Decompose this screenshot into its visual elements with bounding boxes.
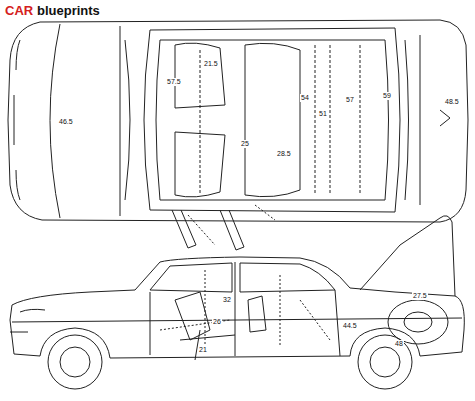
dimension-label: 59 bbox=[382, 92, 392, 100]
dimension-label: 48.5 bbox=[444, 98, 460, 106]
dimension-label: 57.5 bbox=[166, 78, 182, 86]
dimension-label: 51 bbox=[318, 110, 328, 118]
dimension-label: 48 bbox=[394, 340, 404, 348]
dimension-label: 32 bbox=[222, 296, 232, 304]
dimension-label: 46.5 bbox=[58, 118, 74, 126]
dimension-label: 21.5 bbox=[203, 60, 219, 68]
dimension-label: 25 bbox=[240, 140, 250, 148]
dimension-label: 54 bbox=[300, 94, 310, 102]
dimension-label: 57 bbox=[345, 96, 355, 104]
logo-text: blueprints bbox=[37, 3, 100, 18]
dimension-label: 44.5 bbox=[342, 322, 358, 330]
dimension-label: 21 bbox=[198, 346, 208, 354]
logo-text: CAR bbox=[5, 3, 33, 18]
dimension-label: 27.5 bbox=[412, 292, 428, 300]
dimension-label: 26 bbox=[212, 318, 222, 326]
dimension-label: 28.5 bbox=[276, 150, 292, 158]
